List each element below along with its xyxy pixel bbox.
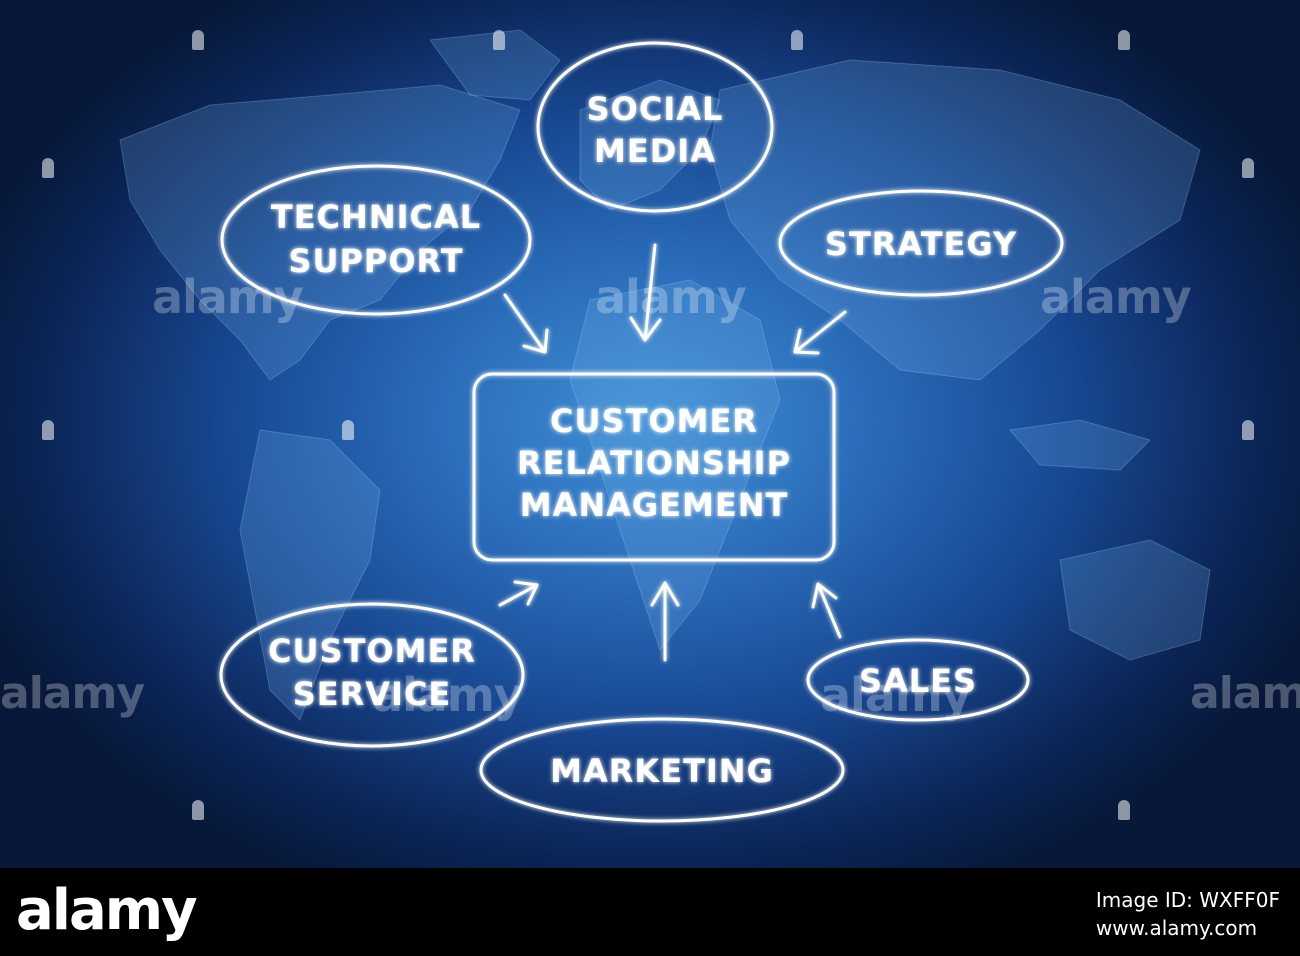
arrow-from-customer-service [498,580,539,607]
social-media-label-line1: SOCIAL [587,90,724,128]
arrow-from-sales [811,582,842,639]
watermark-mid-right: alamy [1190,668,1300,719]
crm-center-box [472,372,836,562]
sales-ellipse [806,638,1030,722]
greenland-shape [429,29,561,101]
watermark-mid-left: alamy [0,668,145,719]
watermark-mid-center-left: alamy [372,668,524,722]
footer-brand-logo: alamy [16,878,198,943]
crm-diagram: CUSTOMER RELATIONSHIP MANAGEMENT SOCIAL … [219,41,1064,823]
social-media-ellipse [536,41,774,213]
watermark-top-left: alamy [152,270,304,324]
technical-support-label-line2: SUPPORT [288,242,463,280]
marketing-ellipse [479,717,845,823]
strategy-ellipse [778,189,1064,297]
technical-support-ellipse [220,164,532,316]
arrow-from-strategy [793,310,847,355]
watermark-a-mark [342,420,354,440]
strategy-label: STRATEGY [825,225,1017,263]
watermark-a-mark [1118,800,1130,820]
footer-bar: alamy Image ID: WXFF0F www.alamy.com [0,868,1300,956]
crm-center-label-line1: CUSTOMER [550,402,758,440]
arrow-from-social-media [629,243,662,342]
watermark-a-mark [1242,420,1254,440]
diagram-canvas: CUSTOMER RELATIONSHIP MANAGEMENT SOCIAL … [0,0,1300,868]
marketing-label: MARKETING [550,752,774,790]
australia-shape [1059,539,1211,661]
footer-info: Image ID: WXFF0F www.alamy.com [1096,886,1280,942]
customer-service-label-line2: SERVICE [293,675,452,713]
europe-shape [579,79,721,211]
sales-label: SALES [859,662,977,700]
indonesia-shape [1009,419,1151,471]
watermark-a-mark [42,420,54,440]
footer-site-link: www.alamy.com [1095,916,1258,940]
customer-service-label-line1: CUSTOMER [268,632,476,670]
watermark-a-mark [1118,30,1130,50]
watermark-a-mark [192,800,204,820]
footer-image-id: Image ID: WXFF0F [1095,888,1280,912]
crm-center-label-line3: MANAGEMENT [520,486,789,524]
customer-service-ellipse [219,602,525,748]
arrow-from-technical-support [503,293,549,354]
watermark-a-mark [42,158,54,178]
watermark-a-mark [1242,158,1254,178]
crm-center-label-line2: RELATIONSHIP [517,444,791,482]
technical-support-label-line1: TECHNICAL [271,198,481,236]
watermark-a-mark [192,30,204,50]
watermark-a-mark [493,30,505,50]
watermark-top-center: alamy [595,270,747,324]
asia-shape [709,59,1201,381]
watermark-mid-center-right: alamy [820,668,972,722]
south-america-shape [239,429,381,721]
watermark-top-right: alamy [1040,270,1192,324]
watermark-a-mark [791,30,803,50]
north-america-shape [119,84,521,381]
social-media-label-line2: MEDIA [594,132,716,170]
arrow-from-marketing [650,581,680,662]
